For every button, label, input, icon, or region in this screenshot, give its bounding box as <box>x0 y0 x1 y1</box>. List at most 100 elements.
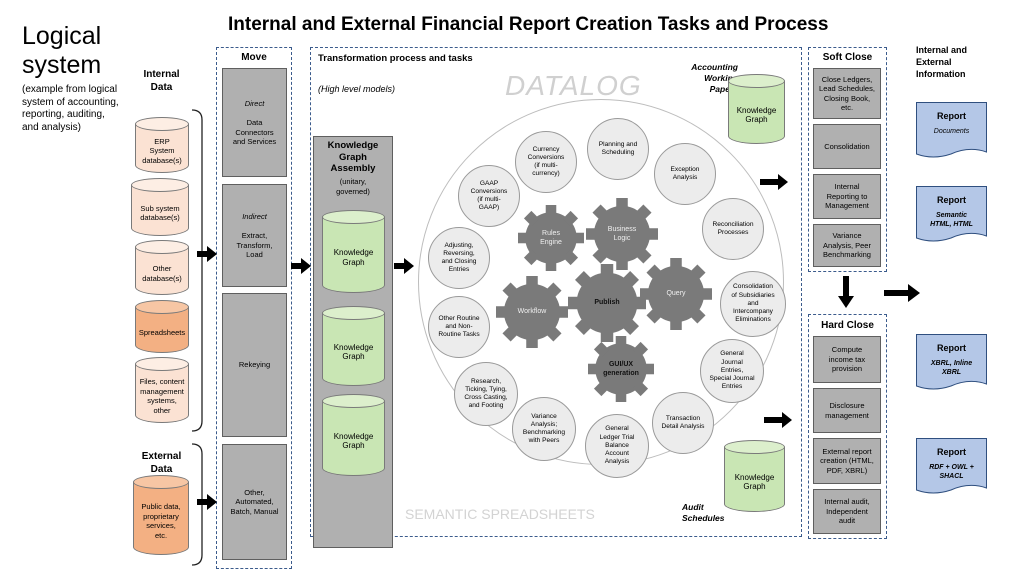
task-transaction-detail: Transaction Detail Analysis <box>652 392 714 454</box>
working-papers-graph: Knowledge Graph <box>728 74 785 144</box>
gear-business-label: Business Logic <box>607 226 637 242</box>
task-gaap-conversions: GAAP Conversions (if multi- GAAP) <box>458 165 520 227</box>
task-consolidation-subsidiaries: Consolidation of Subsidiaries and Interc… <box>720 271 786 337</box>
internal-bracket <box>191 109 203 432</box>
report-xbrl-title: Report <box>937 343 966 353</box>
document-icon <box>916 334 987 390</box>
hard-close-income-tax: Compute income tax provision <box>813 336 881 383</box>
hard-close-external-report: External report creation (HTML, PDF, XBR… <box>813 438 881 484</box>
report-xbrl: Report XBRL, Inline XBRL <box>916 334 987 392</box>
report-semantic-title: Report <box>937 195 966 205</box>
diagram-title: Internal and External Financial Report C… <box>228 14 829 35</box>
document-icon <box>916 102 987 158</box>
report-documents-title: Report <box>937 111 966 121</box>
gear-rules-engine: Rules Engine <box>518 205 584 271</box>
other-database: Other database(s) <box>135 240 189 295</box>
gear-rules-label: Rules Engine <box>540 230 562 246</box>
move-indirect-text: Extract, Transform, Load <box>236 231 273 259</box>
kg-assembly-subtitle: (unitary, governed) <box>336 177 370 196</box>
task-reconciliation: Reconciliation Processes <box>702 198 764 260</box>
kg-assembly-graph-3: Knowledge Graph <box>322 394 385 476</box>
task-general-journal: General Journal Entries, Special Journal… <box>700 339 764 403</box>
task-variance-benchmarking: Variance Analysis; Benchmarking with Pee… <box>512 397 576 461</box>
hard-close-title: Hard Close <box>821 320 874 331</box>
report-rdf-owl: Report RDF + OWL + SHACL <box>916 438 987 496</box>
gear-publish-label: Publish <box>594 299 620 306</box>
public-data-database: Public data, proprietary services, etc. <box>133 475 189 555</box>
move-rekeying-box: Rekeying <box>222 293 287 437</box>
transformation-subtitle: (High level models) <box>318 84 396 94</box>
gear-gui-label: GUI/UX generation <box>603 361 639 377</box>
external-data-label: External Data <box>141 451 182 475</box>
subsystem-database: Sub system database(s) <box>131 178 189 236</box>
task-currency-conversions: Currency Conversions (if multi- currency… <box>515 131 577 193</box>
hard-close-column <box>808 314 887 539</box>
internal-data-label: Internal Data <box>143 69 180 93</box>
transformation-title: Transformation process and tasks <box>318 53 473 64</box>
task-research-ticking: Research, Ticking, Tying, Cross Casting,… <box>454 362 518 426</box>
gear-workflow: Workflow <box>496 276 568 348</box>
arrow-right-icon <box>884 284 920 302</box>
report-documents: Report Documents <box>916 102 987 160</box>
gear-query: Query <box>640 258 712 330</box>
audit-schedules-label: Audit Schedules <box>682 502 725 523</box>
soft-close-ledgers: Close Ledgers, Lead Schedules, Closing B… <box>813 68 881 119</box>
report-rdf-sub: RDF + OWL + SHACL <box>929 464 974 480</box>
task-adjusting-entries: Adjusting, Reversing, and Closing Entrie… <box>428 227 490 289</box>
move-title: Move <box>241 52 267 63</box>
hard-close-audit: Internal audit, Independent audit <box>813 489 881 534</box>
gear-business-logic: Business Logic <box>586 198 658 270</box>
kg-assembly-title: Knowledge Graph Assembly <box>327 140 379 174</box>
arrow-right-icon <box>764 412 792 428</box>
spreadsheets-database: Spreadsheets <box>135 300 189 353</box>
kg-assembly-graph-2: Knowledge Graph <box>322 306 385 386</box>
logical-system-subtitle: (example from logical system of accounti… <box>22 84 119 133</box>
report-xbrl-sub: XBRL, Inline XBRL <box>930 360 973 376</box>
audit-schedules-graph: Knowledge Graph <box>724 440 785 512</box>
datalog-watermark: DATALOG <box>505 70 642 101</box>
gear-publish: Publish <box>568 264 646 342</box>
soft-close-column <box>808 47 887 272</box>
hard-close-disclosure: Disclosure management <box>813 388 881 433</box>
move-direct-italic: Direct <box>244 98 265 108</box>
report-semantic-sub: Semantic HTML, HTML <box>930 212 973 228</box>
arrow-right-icon <box>291 258 311 274</box>
report-semantic-html: Report Semantic HTML, HTML <box>916 186 987 244</box>
soft-close-internal-reporting: Internal Reporting to Management <box>813 174 881 219</box>
arrow-down-icon <box>838 276 854 308</box>
logical-system-heading: Logical system <box>22 22 102 79</box>
kg-assembly-graph-1: Knowledge Graph <box>322 210 385 293</box>
arrow-right-icon <box>394 258 414 274</box>
document-icon <box>916 438 987 494</box>
erp-database: ERP System database(s) <box>135 117 189 173</box>
document-icon <box>916 186 987 242</box>
move-other-box: Other, Automated, Batch, Manual <box>222 444 287 560</box>
gear-workflow-label: Workflow <box>517 308 547 315</box>
soft-close-variance: Variance Analysis, Peer Benchmarking <box>813 224 881 267</box>
task-general-ledger-trial: General Ledger Trial Balance Account Ana… <box>585 414 649 478</box>
task-planning-scheduling: Planning and Scheduling <box>587 118 649 180</box>
move-other-text: Other, Automated, Batch, Manual <box>230 487 279 516</box>
semantic-spreadsheets-watermark: SEMANTIC SPREADSHEETS <box>405 506 595 522</box>
arrow-right-icon <box>760 174 788 190</box>
move-column <box>216 47 292 569</box>
report-documents-sub: Documents <box>933 128 970 135</box>
transformation-area <box>310 47 802 537</box>
task-exception-analysis: Exception Analysis <box>654 143 716 205</box>
move-rekeying-text: Rekeying <box>238 360 271 370</box>
information-label: Internal and External Information <box>916 45 968 79</box>
move-direct-text: Data Connectors and Services <box>232 118 277 146</box>
arrow-right-icon <box>197 246 217 262</box>
files-database: Files, content management systems, other <box>135 357 189 423</box>
move-indirect-italic: Indirect <box>242 211 267 221</box>
working-papers-label: Accounting Working Papers <box>691 62 738 94</box>
arrow-right-icon <box>197 494 217 510</box>
soft-close-title: Soft Close <box>822 52 873 63</box>
gear-query-label: Query <box>666 290 686 297</box>
soft-close-consolidation: Consolidation <box>813 124 881 169</box>
gear-gui-ux: GUI/UX generation <box>588 336 654 402</box>
report-rdf-title: Report <box>937 447 966 457</box>
task-other-routine: Other Routine and Non- Routine Tasks <box>428 296 490 358</box>
